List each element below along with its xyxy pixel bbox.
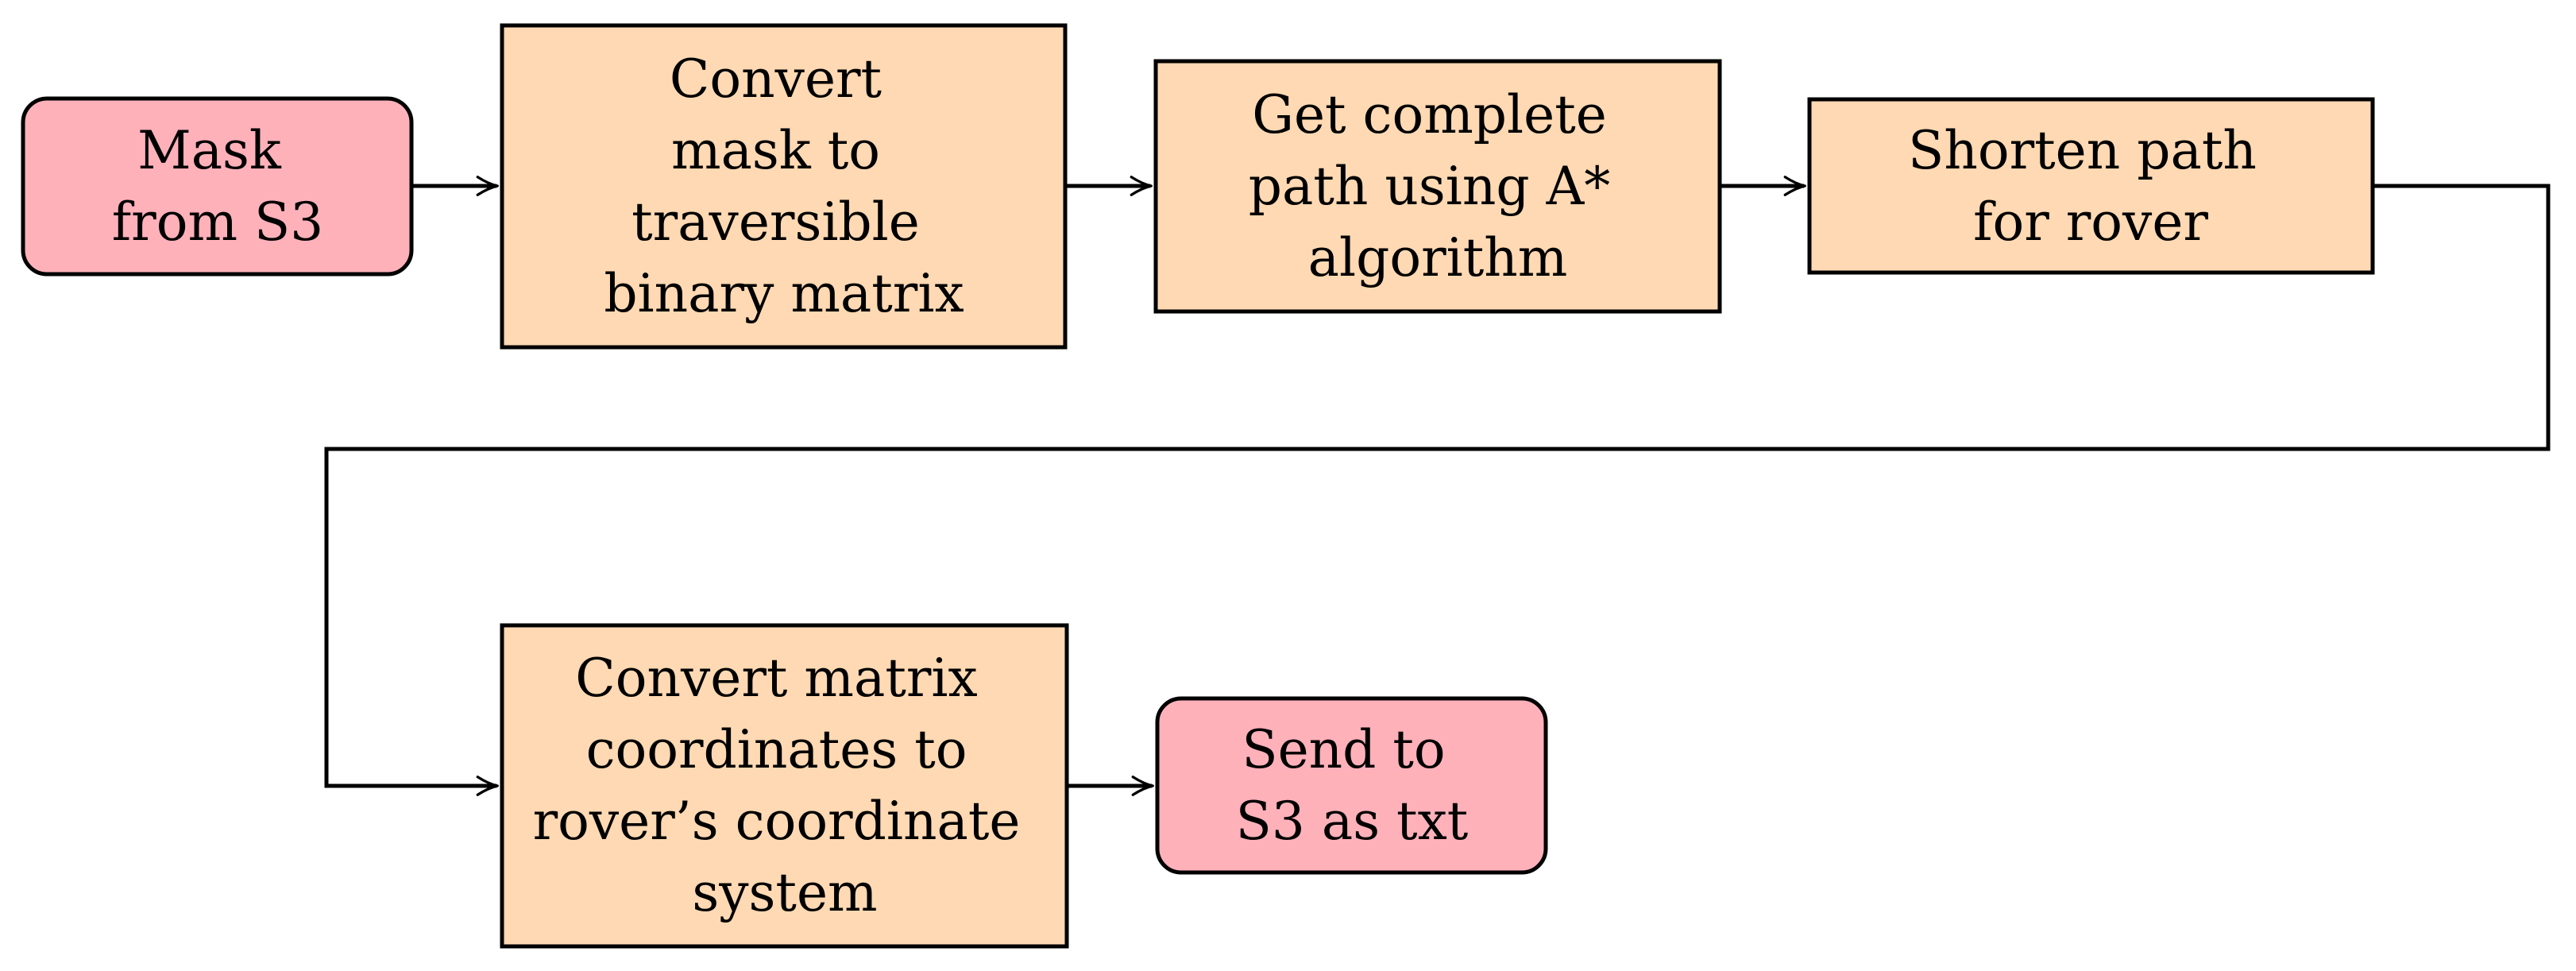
node-mask-from-s3: Mask from S3: [21, 96, 414, 277]
node-get-complete-path: Get complete path using A* algorithm: [1153, 59, 1722, 314]
edge-shortenpath-to-convertcoords: [324, 184, 2551, 796]
node-convert-coordinates: Convert matrix coordinates to rover’s co…: [500, 623, 1069, 949]
node-convert-coordinates-label: Convert matrix coordinates to rover’s co…: [533, 648, 1037, 923]
node-send-to-s3-label: Send to S3 as txt: [1236, 719, 1469, 852]
node-convert-mask-shape: [500, 23, 1068, 350]
node-get-complete-path-shape: [1153, 59, 1722, 314]
node-send-to-s3-shape: [1155, 696, 1548, 875]
node-convert-mask-label: Convert mask to traversible binary matri…: [604, 48, 964, 324]
node-shorten-path-label: Shorten path for rover: [1908, 120, 2273, 253]
node-convert-mask: Convert mask to traversible binary matri…: [500, 23, 1068, 350]
node-shorten-path-shape: [1807, 97, 2375, 275]
node-send-to-s3: Send to S3 as txt: [1155, 696, 1548, 875]
node-mask-from-s3-label: Mask from S3: [112, 120, 323, 253]
node-mask-from-s3-shape: [21, 96, 414, 277]
node-get-complete-path-label: Get complete path using A* algorithm: [1249, 84, 1627, 288]
node-shorten-path: Shorten path for rover: [1807, 97, 2375, 275]
node-convert-coordinates-shape: [500, 623, 1069, 949]
